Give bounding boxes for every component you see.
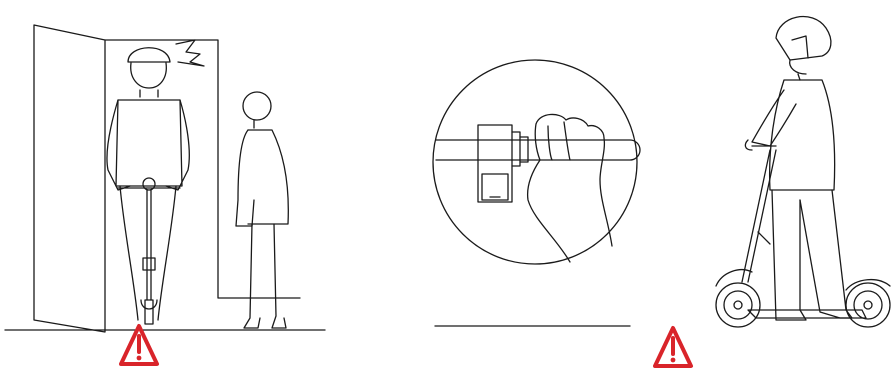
hand — [528, 114, 612, 262]
doorway-scene — [5, 25, 325, 332]
rider-figure — [107, 40, 204, 320]
closeup-circle — [433, 60, 637, 264]
riding-stance-scene — [716, 17, 890, 327]
warning-triangle-icon — [655, 328, 691, 366]
scooter-side — [716, 146, 890, 327]
warning-triangle-icon — [121, 326, 157, 364]
scooter-front — [118, 178, 180, 324]
rear-wheel — [846, 283, 890, 327]
front-wheel — [716, 283, 760, 327]
throttle-grip-closeup — [433, 60, 640, 326]
helmet — [776, 17, 831, 60]
bystander-figure — [236, 92, 288, 328]
helmet — [128, 48, 170, 62]
rider-figure — [745, 17, 852, 320]
door-leaf — [34, 25, 105, 332]
